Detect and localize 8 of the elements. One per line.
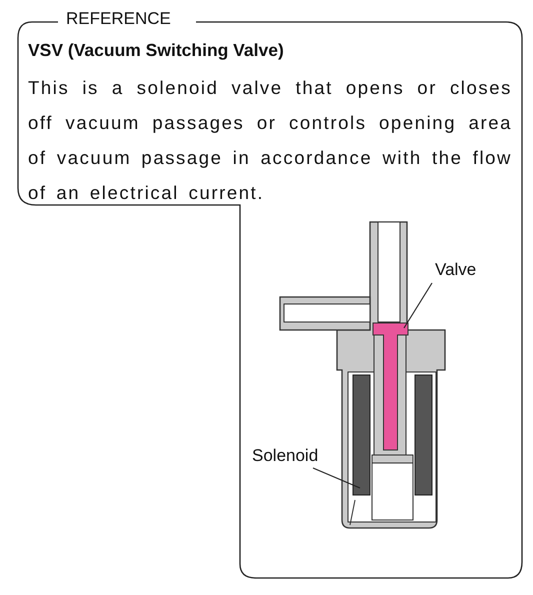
part-label: Valve	[435, 260, 476, 280]
valve-stem	[372, 322, 408, 450]
heading: VSV (Vacuum Switching Valve)	[28, 40, 285, 61]
description-text: This is a solenoid valve that opens or closes off vacuum passages or controls opening area of vacuum passage in accordance with the flow of an electrical current.	[28, 76, 512, 205]
solenoid-coil	[352, 374, 370, 496]
leader-line	[312, 468, 360, 488]
part-label: Solenoid	[252, 446, 318, 466]
leader-line	[404, 282, 432, 328]
